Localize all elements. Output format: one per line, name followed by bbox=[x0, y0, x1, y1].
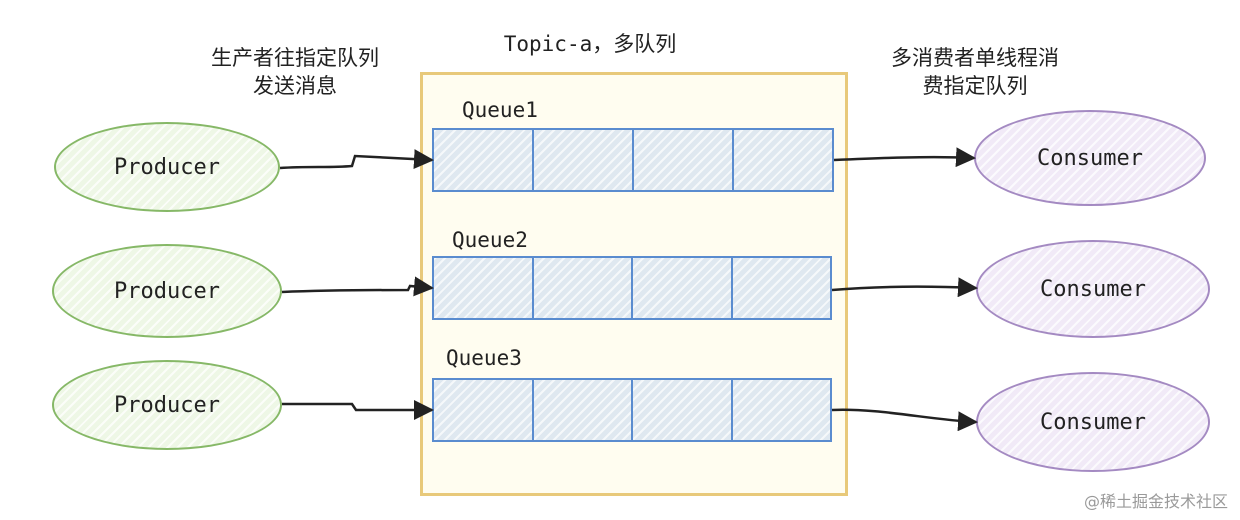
queue-cell bbox=[534, 380, 633, 440]
producer-node-1: Producer bbox=[54, 122, 280, 212]
producer-label: Producer bbox=[114, 392, 220, 418]
arrow-producer1-queue1 bbox=[279, 149, 434, 170]
consumer-node-2: Consumer bbox=[976, 240, 1210, 338]
producer-label: Producer bbox=[114, 154, 220, 180]
arrow-queue3-consumer3 bbox=[831, 408, 978, 432]
producer-note-line1: 生产者往指定队列 bbox=[211, 46, 379, 70]
consumer-note-line1: 多消费者单线程消 bbox=[891, 46, 1059, 70]
arrow-producer3-queue3 bbox=[281, 400, 434, 420]
producer-note: 生产者往指定队列 发送消息 bbox=[180, 44, 410, 100]
arrow-queue2-consumer2 bbox=[831, 277, 978, 298]
consumer-label: Consumer bbox=[1040, 276, 1146, 302]
consumer-note: 多消费者单线程消 费指定队列 bbox=[860, 44, 1090, 100]
consumer-note-line2: 费指定队列 bbox=[922, 74, 1028, 98]
queue-2 bbox=[432, 256, 832, 320]
producer-node-2: Producer bbox=[52, 244, 282, 338]
consumer-label: Consumer bbox=[1040, 409, 1146, 435]
producer-note-line2: 发送消息 bbox=[253, 74, 337, 98]
topic-title: Topic-a，多队列 bbox=[503, 32, 677, 56]
queue-label-2: Queue2 bbox=[452, 228, 528, 252]
queue-1 bbox=[432, 128, 834, 192]
producer-node-3: Producer bbox=[52, 360, 282, 450]
queue-cell bbox=[534, 130, 634, 190]
queue-cell bbox=[534, 258, 633, 318]
queue-3 bbox=[432, 378, 832, 442]
queue-cell bbox=[434, 130, 534, 190]
queue-cell bbox=[633, 258, 733, 318]
producer-label: Producer bbox=[114, 278, 220, 304]
consumer-label: Consumer bbox=[1037, 145, 1143, 171]
queue-label-3: Queue3 bbox=[446, 346, 522, 370]
queue-cell bbox=[634, 130, 734, 190]
consumer-node-3: Consumer bbox=[976, 372, 1210, 472]
queue-cell bbox=[633, 380, 733, 440]
queue-label-1: Queue1 bbox=[462, 98, 538, 122]
queue-cell bbox=[434, 380, 534, 440]
arrow-queue1-consumer1 bbox=[833, 147, 976, 168]
consumer-node-1: Consumer bbox=[974, 110, 1206, 206]
watermark: @稀土掘金技术社区 bbox=[1083, 492, 1228, 511]
queue-cell bbox=[434, 258, 534, 318]
arrow-producer2-queue2 bbox=[281, 276, 434, 297]
